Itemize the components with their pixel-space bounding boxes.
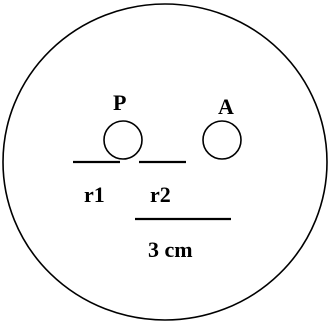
label-a: A (218, 94, 234, 119)
label-r1: r1 (84, 182, 105, 207)
label-p: P (113, 90, 126, 115)
small-circle-p (103, 120, 143, 160)
label-r2: r2 (150, 182, 171, 207)
small-circle-a (202, 120, 242, 160)
label-distance: 3 cm (148, 237, 193, 262)
outer-circle (2, 3, 328, 321)
